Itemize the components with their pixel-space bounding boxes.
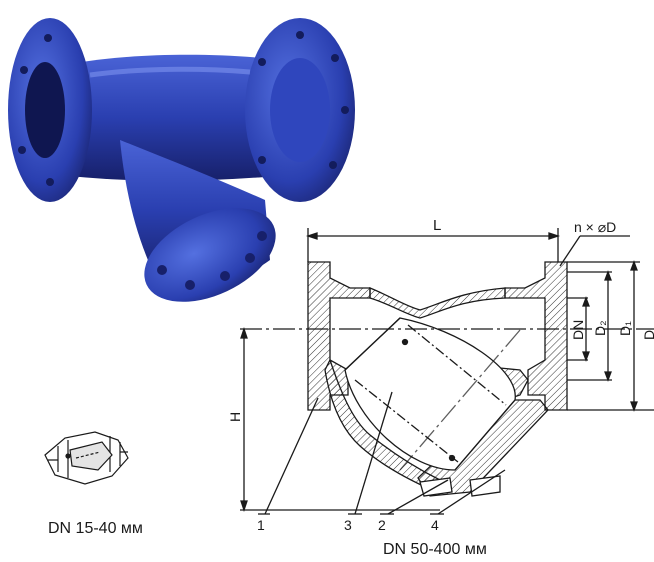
right-flange-bolt-shape — [258, 58, 266, 66]
right-flange-bolt-shape — [296, 31, 304, 39]
right-flange-bolt-shape — [329, 161, 337, 169]
valve-body-shape — [48, 54, 290, 181]
right-flange-bolt-shape — [331, 54, 339, 62]
label-flange-holes: n × ⌀D — [574, 219, 616, 235]
left-flange-section — [307, 261, 371, 411]
label-l: L — [433, 217, 441, 234]
body-top-wall — [369, 287, 506, 319]
cover-bolt-shape — [185, 280, 195, 290]
caption-large-size: DN 50-400 мм — [383, 541, 487, 558]
left-bore-shape — [25, 62, 65, 158]
cover-bolt-shape — [220, 271, 230, 281]
callout-3: 3 — [344, 517, 352, 533]
caption-small-size: DN 15-40 мм — [48, 520, 143, 537]
left-flange-bolt-shape — [20, 66, 28, 74]
strainer-screen — [344, 317, 516, 471]
label-d2: D₂ — [592, 320, 608, 336]
cover-bolt-shape — [157, 265, 167, 275]
label-d: D — [641, 330, 654, 340]
right-flange-section — [504, 261, 568, 411]
left-flange-bolt-shape — [44, 34, 52, 42]
cover-flange-shape — [144, 208, 276, 302]
label-h: H — [227, 412, 243, 422]
right-flange-bolt-shape — [341, 106, 349, 114]
label-dn: DN — [570, 320, 586, 340]
callout-2: 2 — [378, 517, 386, 533]
right-hub-shape — [270, 58, 330, 162]
callout-4: 4 — [431, 517, 439, 533]
left-flange-bolt-shape — [46, 178, 54, 186]
left-flange-bolt-shape — [18, 146, 26, 154]
cover-bolt-shape — [257, 231, 267, 241]
right-flange-bolt-shape — [258, 156, 266, 164]
cover-bolt-shape — [245, 253, 255, 263]
label-d1: D₁ — [617, 321, 633, 336]
callout-1: 1 — [257, 517, 265, 533]
